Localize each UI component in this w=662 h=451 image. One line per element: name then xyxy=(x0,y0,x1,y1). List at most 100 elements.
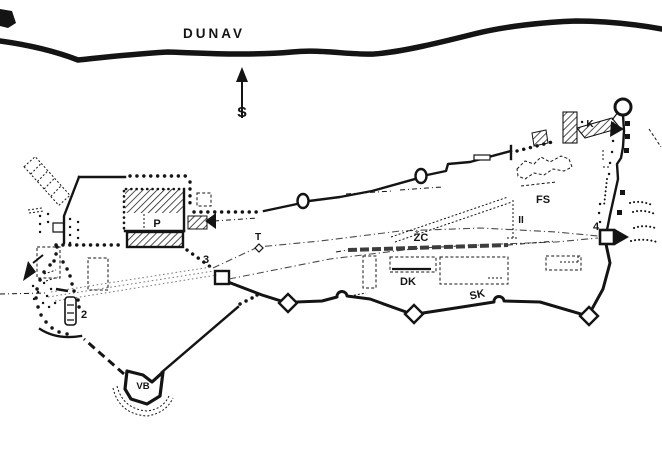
hatched-fragment xyxy=(531,129,549,147)
dashed-structure xyxy=(87,257,109,291)
ruin-dots xyxy=(38,212,80,245)
dotted-line xyxy=(603,178,608,207)
wall-segment xyxy=(62,175,81,245)
fs-ruin-outline xyxy=(516,155,573,180)
danube-river: DUNAV xyxy=(0,18,662,63)
dashed-building xyxy=(439,256,509,285)
wall-tooth xyxy=(620,190,625,195)
palisade-dots xyxy=(515,139,558,153)
dashed-structure xyxy=(36,246,61,279)
annex-arrow-icon xyxy=(205,213,216,229)
river-line xyxy=(0,18,662,63)
dash-mark xyxy=(27,207,43,211)
dash-mark xyxy=(349,256,579,297)
wall-segment xyxy=(295,289,408,314)
building-p-upper xyxy=(125,189,184,213)
hatched-tower xyxy=(562,111,578,144)
rampart-arrow-icon xyxy=(610,121,624,137)
berm-line xyxy=(399,186,443,191)
direction-arrow-icon xyxy=(23,261,36,281)
road-branch xyxy=(507,200,519,239)
dashed-structure xyxy=(196,192,212,207)
wall-bump xyxy=(52,222,64,233)
railway-ext xyxy=(335,240,557,253)
berm-line xyxy=(345,190,393,195)
terrain-scribble xyxy=(633,225,659,230)
road-upper xyxy=(212,227,599,269)
north-arrow: S xyxy=(236,67,248,121)
diamond-bastion xyxy=(578,305,600,327)
gate-4-label: 4 xyxy=(593,221,600,233)
northwest-enclosure xyxy=(28,174,261,245)
round-tower xyxy=(414,167,428,185)
dk-label: DK xyxy=(400,276,416,288)
railway-line xyxy=(347,243,509,252)
building-lines xyxy=(67,304,74,321)
dash-mark xyxy=(602,150,611,168)
dash-mark xyxy=(28,210,45,214)
east-gate-4: 4 xyxy=(589,221,629,312)
wall-segment xyxy=(307,177,417,203)
wall-bump xyxy=(473,154,491,161)
wall-segment xyxy=(160,305,240,374)
glacis-line xyxy=(116,385,170,412)
gate-arrow-icon xyxy=(615,229,629,245)
round-tower xyxy=(296,192,310,210)
site-2-label: 2 xyxy=(81,309,87,321)
roads: ŽC T xyxy=(0,196,599,302)
wall-tooth xyxy=(617,210,622,215)
wall-tooth xyxy=(625,121,630,126)
river-label: DUNAV xyxy=(183,26,245,41)
diamond-bastion xyxy=(403,303,425,325)
palisade-dot-ring xyxy=(34,245,69,336)
ruin-dots xyxy=(597,129,616,224)
dashed-building xyxy=(362,255,377,289)
palisade-dots xyxy=(185,248,214,270)
wall-segment xyxy=(226,280,283,303)
north-arrow-head xyxy=(236,67,248,82)
dashed-building xyxy=(389,256,437,273)
road-branch xyxy=(390,196,509,238)
t-marker-diamond xyxy=(254,243,264,253)
north-wall xyxy=(213,139,558,222)
wall-segment xyxy=(605,113,626,232)
south-wall: 3 xyxy=(203,254,600,327)
arrow-tail xyxy=(32,254,44,264)
road-stipple xyxy=(50,266,212,293)
hatched-annex xyxy=(187,215,208,230)
wall-segment xyxy=(425,149,513,177)
dash-mark xyxy=(648,128,662,148)
small-building xyxy=(64,296,77,326)
road-west-stub xyxy=(0,292,47,295)
northeast-keep: K xyxy=(531,97,633,147)
rubble-dots xyxy=(31,281,57,309)
corner-mark xyxy=(0,9,16,28)
building-p: P xyxy=(54,187,216,270)
road-stipple xyxy=(54,274,218,302)
t-marker-label: T xyxy=(255,232,261,243)
fs-ruin-line xyxy=(520,181,557,187)
sk-label: SK xyxy=(469,287,487,302)
palisade-dots xyxy=(61,260,81,309)
rubble-lines xyxy=(43,269,59,282)
wall-tooth xyxy=(625,134,630,139)
gate-tower-3 xyxy=(213,269,231,286)
dashed-building xyxy=(545,255,582,271)
jetty-outline xyxy=(23,155,71,207)
road-branch xyxy=(394,201,513,243)
vb-bastion: VB xyxy=(83,293,259,417)
terrain-scribble xyxy=(632,209,656,215)
east-wall xyxy=(597,113,662,243)
interior-structures: FS II DK SK xyxy=(87,155,582,303)
building-p-lower xyxy=(125,230,185,249)
railway-label: ŽC xyxy=(414,231,429,244)
diamond-bastion xyxy=(277,292,299,314)
wall-segment xyxy=(421,294,583,316)
west-circular-outwork: 2 xyxy=(23,207,87,339)
berm-line xyxy=(213,217,259,222)
vb-label: VB xyxy=(136,381,149,392)
wall-segment xyxy=(262,202,299,213)
road-stipple xyxy=(47,270,215,298)
nw-jetty-ruin xyxy=(23,155,71,207)
